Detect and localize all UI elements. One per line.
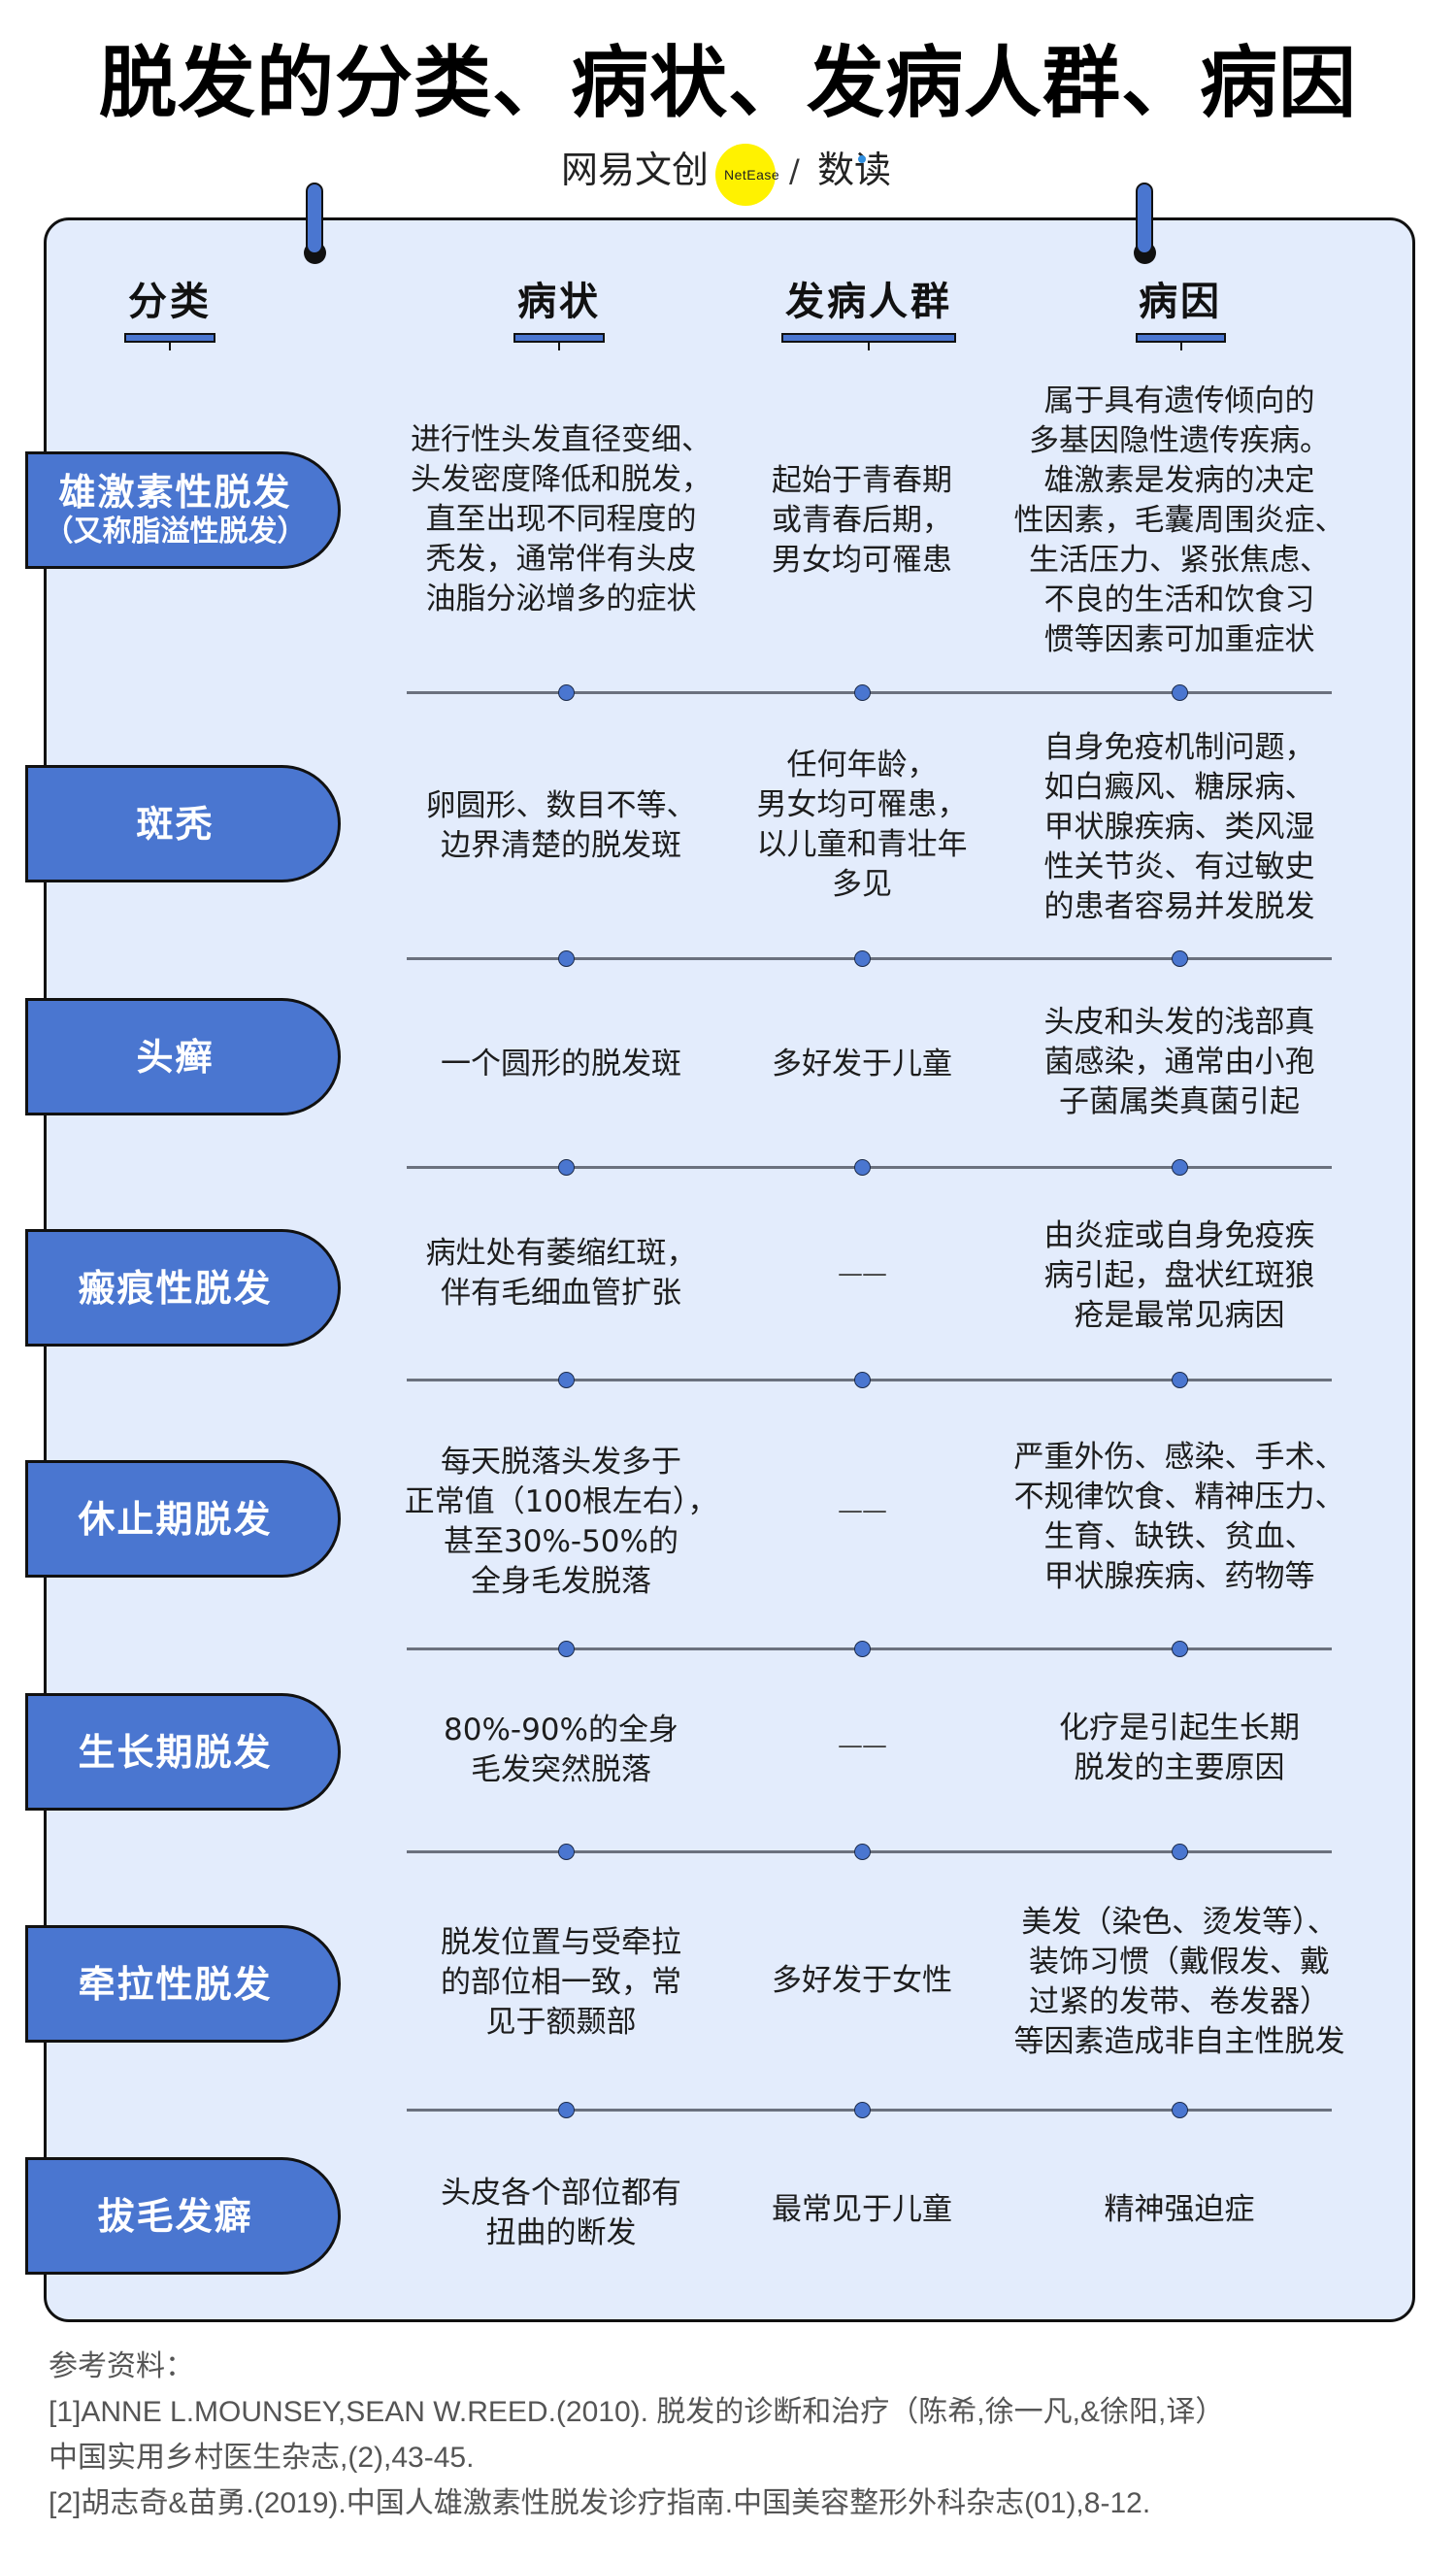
divider-dot-icon xyxy=(1172,1372,1188,1388)
cause-cell: 严重外伤、感染、手术、 不规律饮食、精神压力、 生育、缺铁、贫血、 甲状腺疾病、… xyxy=(1013,1440,1345,1594)
category-label: 瘢痕性脱发 xyxy=(78,1266,273,1310)
population-cell: 最常见于儿童 xyxy=(772,2192,952,2227)
divider-dot-icon xyxy=(1172,684,1188,701)
references: 参考资料： [1]ANNE L.MOUNSEY,SEAN W.REED.(201… xyxy=(49,2344,1224,2526)
divider-dot-icon xyxy=(558,2102,575,2118)
logo-separator: / xyxy=(789,152,800,189)
divider-dot-icon xyxy=(558,1372,575,1388)
category-pill: 牵拉性脱发 xyxy=(25,1925,341,2043)
logo-brand-cn: 网易文创 xyxy=(561,149,710,191)
binder-ring-right-icon xyxy=(1136,183,1153,254)
binder-ring-left-icon xyxy=(306,183,323,254)
reference-line: 中国实用乡村医生杂志,(2),43-45. xyxy=(49,2442,475,2474)
logo-column-name: 数读 xyxy=(817,149,892,191)
cause-cell: 属于具有遗传倾向的 多基因隐性遗传疾病。 雄激素是发病的决定 性因素，毛囊周围炎… xyxy=(1013,383,1345,657)
header-population: 发病人群 xyxy=(785,280,952,324)
divider-dot-icon xyxy=(558,1641,575,1657)
category-pill: 拔毛发癖 xyxy=(25,2157,341,2275)
header-category: 分类 xyxy=(128,280,212,324)
symptoms-cell: 卵圆形、数目不等、 边界清楚的脱发斑 xyxy=(425,788,697,863)
divider-dot-icon xyxy=(854,1844,871,1860)
header-underline-cause xyxy=(1136,333,1226,343)
cause-cell: 化疗是引起生长期 脱发的主要原因 xyxy=(1059,1711,1300,1785)
logo-yellow-circle xyxy=(715,144,776,206)
header-tick-population xyxy=(868,343,870,350)
symptoms-cell: 一个圆形的脱发斑 xyxy=(441,1047,681,1081)
header-tick-symptoms xyxy=(558,343,560,350)
header-cause: 病因 xyxy=(1139,280,1222,324)
header-tick-cause xyxy=(1180,343,1182,350)
divider-dot-icon xyxy=(854,1372,871,1388)
category-pill: 生长期脱发 xyxy=(25,1693,341,1811)
category-pill: 头癣 xyxy=(25,998,341,1115)
population-cell: 任何年龄， 男女均可罹患， 以儿童和青壮年 多见 xyxy=(756,748,968,902)
category-label: 牵拉性脱发 xyxy=(78,1962,273,2006)
divider-dot-icon xyxy=(854,1159,871,1176)
divider-dot-icon xyxy=(1172,2102,1188,2118)
category-pill: 斑秃 xyxy=(25,765,341,882)
category-label: 生长期脱发 xyxy=(78,1730,273,1774)
category-label: 斑秃 xyxy=(136,802,215,846)
category-label: 休止期脱发 xyxy=(78,1497,273,1541)
symptoms-cell: 每天脱落头发多于 正常值（100根左右）， 甚至30%-50%的 全身毛发脱落 xyxy=(404,1445,718,1599)
category-pill: 瘢痕性脱发 xyxy=(25,1229,341,1347)
cause-cell: 美发（染色、烫发等）、 装饰习惯（戴假发、戴 过紧的发带、卷发器） 等因素造成非… xyxy=(1013,1905,1345,2059)
symptoms-cell: 头皮各个部位都有 扭曲的断发 xyxy=(441,2176,681,2250)
logo-brand-en: NetEase xyxy=(724,167,780,183)
population-empty-dash: —— xyxy=(838,1731,887,1760)
category-pill: 休止期脱发 xyxy=(25,1460,341,1578)
reference-line: [2]胡志奇&苗勇.(2019).中国人雄激素性脱发诊疗指南.中国美容整形外科杂… xyxy=(49,2487,1151,2519)
page-title: 脱发的分类、病状、发病人群、病因 xyxy=(99,38,1357,128)
divider-dot-icon xyxy=(854,2102,871,2118)
logo-accent-dot-icon xyxy=(858,155,866,163)
divider-dot-icon xyxy=(1172,1159,1188,1176)
header-underline-category xyxy=(124,333,215,343)
population-cell: 多好发于女性 xyxy=(772,1963,952,1998)
category-label: 头癣 xyxy=(136,1035,215,1079)
divider-dot-icon xyxy=(1172,1641,1188,1657)
category-label: 雄激素性脱发 xyxy=(58,470,292,514)
header-symptoms: 病状 xyxy=(517,280,601,324)
divider-dot-icon xyxy=(854,1641,871,1657)
references-heading: 参考资料： xyxy=(49,2350,194,2382)
category-pill: 雄激素性脱发 （又称脂溢性脱发） xyxy=(25,451,341,569)
symptoms-cell: 脱发位置与受牵拉 的部位相一致，常 见于额颞部 xyxy=(441,1925,681,2040)
divider-dot-icon xyxy=(558,684,575,701)
symptoms-cell: 进行性头发直径变细、 头发密度降低和脱发， 直至出现不同程度的 秃发，通常伴有头… xyxy=(411,422,711,616)
divider-dot-icon xyxy=(1172,950,1188,967)
reference-line: [1]ANNE L.MOUNSEY,SEAN W.REED.(2010). 脱发… xyxy=(49,2396,1225,2428)
divider-dot-icon xyxy=(558,950,575,967)
divider-dot-icon xyxy=(854,684,871,701)
symptoms-cell: 病灶处有萎缩红斑， 伴有毛细血管扩张 xyxy=(425,1236,697,1311)
category-label: 拔毛发癖 xyxy=(97,2194,253,2238)
divider-dot-icon xyxy=(1172,1844,1188,1860)
divider-dot-icon xyxy=(558,1159,575,1176)
cause-cell: 由炎症或自身免疫疾 病引起，盘状红斑狼 疮是最常见病因 xyxy=(1043,1218,1315,1333)
cause-cell: 头皮和头发的浅部真 菌感染，通常由小孢 子菌属类真菌引起 xyxy=(1043,1005,1315,1119)
population-cell: 起始于青春期 或青春后期， 男女均可罹患 xyxy=(772,463,952,578)
header-underline-population xyxy=(781,333,956,343)
symptoms-cell: 80%-90%的全身 毛发突然脱落 xyxy=(444,1713,678,1787)
divider-dot-icon xyxy=(854,950,871,967)
population-cell: 多好发于儿童 xyxy=(772,1047,952,1081)
header-tick-category xyxy=(169,343,171,350)
population-empty-dash: —— xyxy=(838,1259,887,1288)
category-note: （又称脂溢性脱发） xyxy=(44,514,307,549)
header-underline-symptoms xyxy=(513,333,605,343)
divider-dot-icon xyxy=(558,1844,575,1860)
cause-cell: 自身免疫机制问题， 如白癜风、糖尿病、 甲状腺疾病、类风湿 性关节炎、有过敏史 … xyxy=(1043,730,1315,924)
population-empty-dash: —— xyxy=(838,1496,887,1525)
cause-cell: 精神强迫症 xyxy=(1104,2192,1255,2227)
